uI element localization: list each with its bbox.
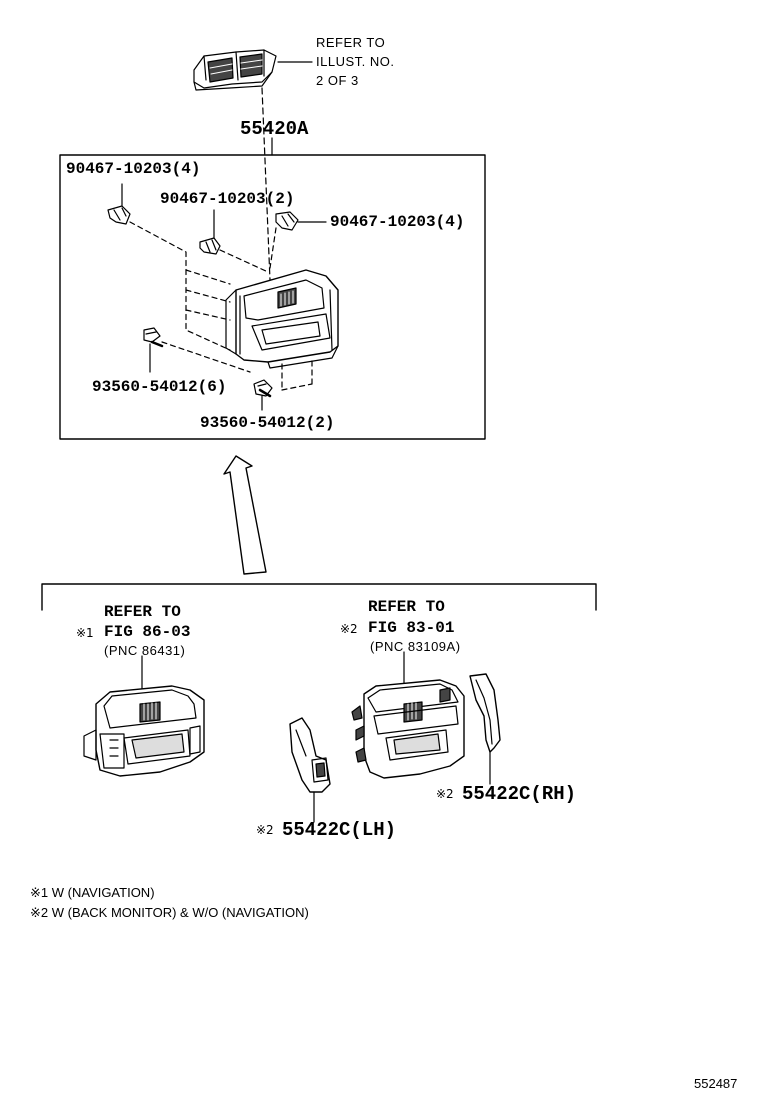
clip-b-icon xyxy=(199,237,221,255)
illustration-number: 552487 xyxy=(694,1076,738,1091)
screw-b-part-number: 93560-54012(2) xyxy=(200,414,335,432)
screw-b-icon xyxy=(253,379,273,398)
monitor-refer-line1: REFER TO xyxy=(368,598,445,616)
side-panel-rh-icon xyxy=(469,673,501,753)
upward-arrow-icon xyxy=(223,455,267,575)
panel-rh-part-number: 55422C(RH) xyxy=(462,783,577,805)
vent-refer-line1: REFER TO xyxy=(316,35,386,50)
clip-b-part-number: 90467-10203(2) xyxy=(160,190,295,208)
monitor-refer-pnc: (PNC 83109A) xyxy=(370,639,461,654)
alignment-dashed-lines xyxy=(129,221,313,391)
navigation-unit-icon xyxy=(83,685,205,777)
clip-c-part-number: 90467-10203(4) xyxy=(330,213,465,231)
monitor-refer-fig[interactable]: FIG 83-01 xyxy=(368,619,455,637)
clip-a-part-number: 90467-10203(4) xyxy=(66,160,201,178)
nav-refer-mark: ※1 xyxy=(76,626,94,640)
clip-c-icon xyxy=(275,211,299,231)
main-part-number: 55420A xyxy=(240,118,309,140)
assembly-frame xyxy=(59,154,486,440)
vent-refer-line3: 2 OF 3 xyxy=(316,73,359,88)
back-monitor-unit-icon xyxy=(351,679,465,779)
options-bracket xyxy=(41,583,597,611)
panel-lh-mark: ※2 xyxy=(256,823,274,837)
monitor-refer-mark: ※2 xyxy=(340,622,358,636)
air-vent-icon xyxy=(193,49,277,91)
nav-refer-pnc: (PNC 86431) xyxy=(104,643,186,658)
nav-refer-fig[interactable]: FIG 86-03 xyxy=(104,623,191,641)
clip-a-icon xyxy=(107,205,131,225)
center-cluster-panel-icon xyxy=(225,269,339,369)
screw-a-part-number: 93560-54012(6) xyxy=(92,378,227,396)
side-panel-lh-icon xyxy=(289,717,331,793)
footnote-2: ※2 W (BACK MONITOR) & W/O (NAVIGATION) xyxy=(30,905,309,920)
panel-lh-part-number: 55422C(LH) xyxy=(282,819,397,841)
panel-rh-mark: ※2 xyxy=(436,787,454,801)
screw-a-icon xyxy=(143,327,164,348)
footnote-1: ※1 W (NAVIGATION) xyxy=(30,885,155,900)
nav-refer-line1: REFER TO xyxy=(104,603,181,621)
vent-dashed-line xyxy=(261,87,271,281)
vent-refer-line2: ILLUST. NO. xyxy=(316,54,395,69)
